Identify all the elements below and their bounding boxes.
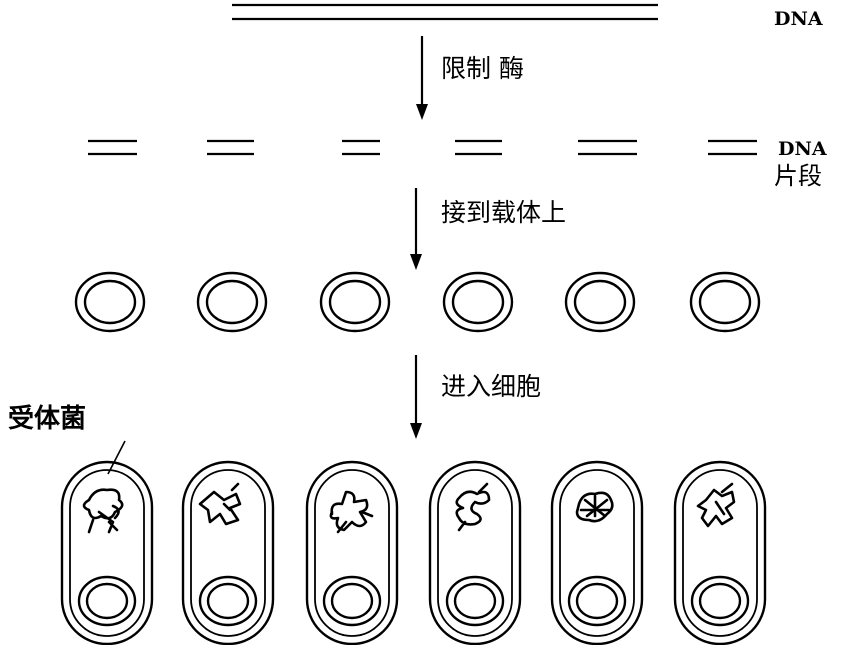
recombinant-plasmid (77, 575, 137, 627)
recombinant-plasmid (198, 575, 258, 627)
host-cell-label: 受体菌 (8, 403, 86, 434)
dna-fragment (455, 139, 502, 156)
recombinant-plasmid (322, 575, 382, 627)
recombinant-plasmid (445, 575, 505, 627)
vector-plasmid (689, 271, 761, 333)
recombinant-plasmid (567, 575, 627, 627)
dna-fragments (88, 139, 757, 156)
chromosome (455, 482, 491, 532)
vector-plasmid (319, 271, 391, 333)
chromosome (696, 482, 736, 528)
host-cell (673, 460, 767, 645)
dna-molecule (232, 3, 658, 21)
arrow-transformation (410, 355, 422, 439)
cell-wall (673, 460, 767, 645)
cell-wall (305, 460, 399, 645)
cell-wall (550, 460, 644, 645)
dna-fragment (708, 139, 757, 156)
fragment-dna-label: DNA (778, 138, 827, 160)
vector-plasmid (196, 271, 268, 333)
host-cell (181, 460, 275, 645)
dna-fragment (88, 139, 137, 156)
cell-wall (60, 460, 154, 645)
cell-wall (181, 460, 275, 645)
recombinant-plasmid (690, 575, 750, 627)
arrow-ligation (410, 188, 422, 270)
dna-label: DNA (774, 8, 823, 30)
dna-fragment (578, 139, 637, 156)
fragment-word-label: 片段 (774, 162, 822, 190)
chromosome (198, 482, 242, 526)
host-cells (60, 460, 767, 645)
host-cell-pointer (107, 440, 126, 475)
step-label-restriction: 限制 酶 (441, 54, 524, 83)
chromosome (82, 488, 124, 534)
dna-fragment (342, 139, 380, 156)
step-label-transformation: 进入细胞 (441, 372, 541, 401)
step-label-ligation: 接到载体上 (441, 198, 566, 227)
arrow-restriction (416, 36, 428, 120)
host-cell (305, 460, 399, 645)
vector-plasmid (442, 271, 514, 333)
host-cell (550, 460, 644, 645)
dna-fragment (207, 139, 254, 156)
cell-wall (428, 460, 522, 645)
vector-plasmid (74, 271, 146, 333)
host-cell (60, 460, 154, 645)
vectors (74, 271, 761, 333)
chromosome (329, 490, 374, 534)
chromosome (575, 491, 614, 523)
host-cell (428, 460, 522, 645)
vector-plasmid (564, 271, 636, 333)
